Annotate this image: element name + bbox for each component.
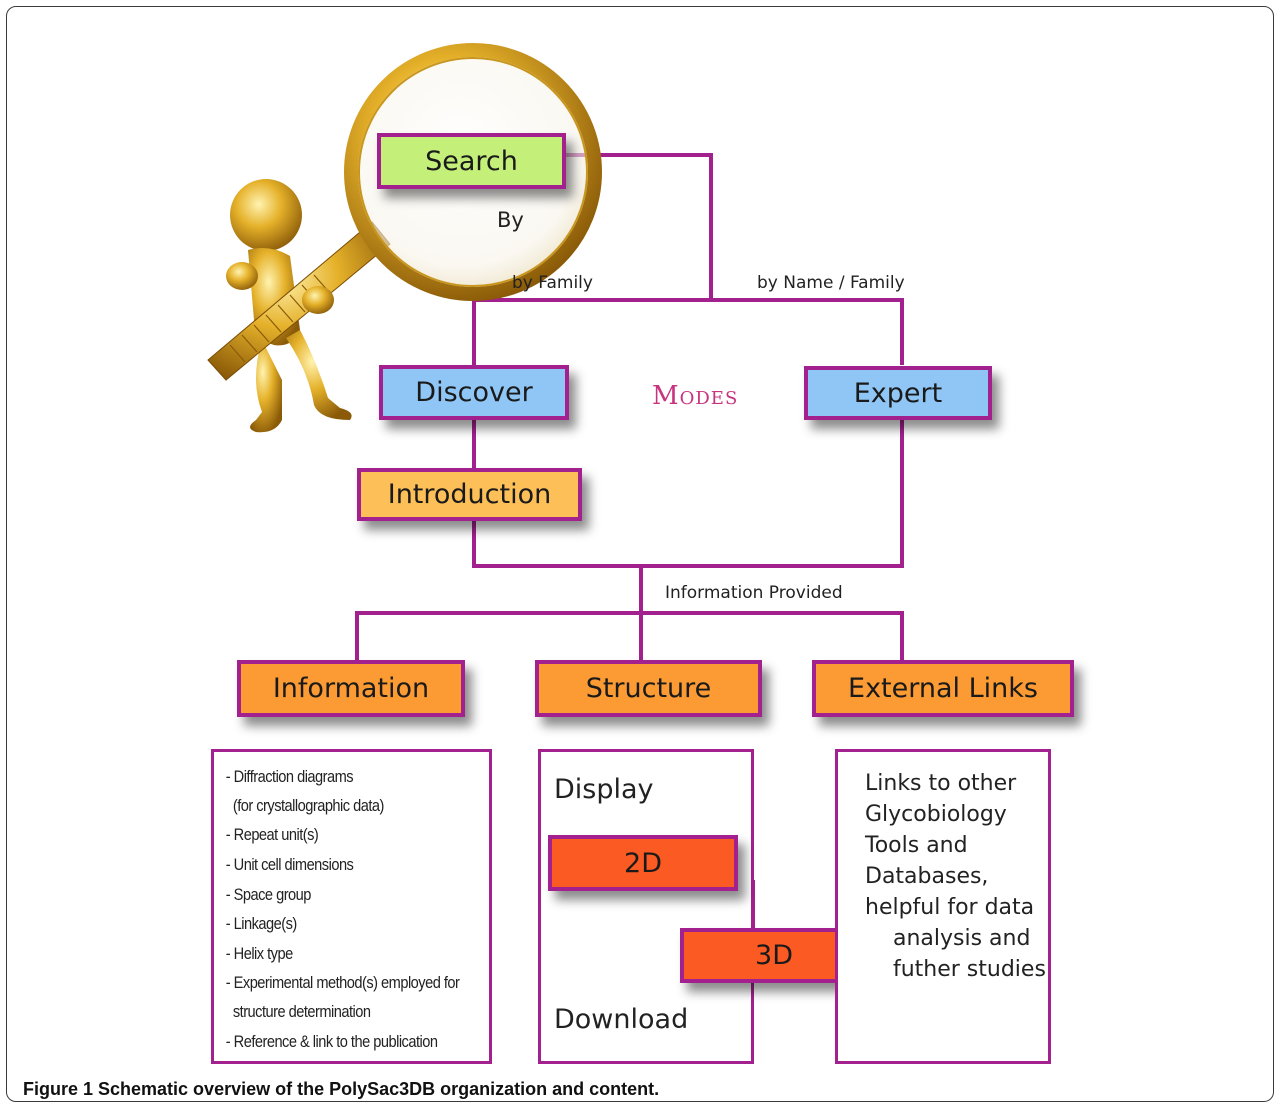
caption-title: Figure 1 Schematic overview of the PolyS… (23, 1079, 660, 1099)
list-item: - Linkage(s) (225, 914, 298, 933)
structure-section-box: Structure (535, 660, 762, 717)
links-line: Glycobiology (865, 802, 1007, 827)
discover-mode-box: Discover (379, 365, 569, 420)
information-panel (211, 749, 492, 1064)
external-links-section-box: External Links (812, 660, 1074, 717)
list-item: (for crystallographic data) (225, 796, 385, 815)
list-item: - Diffraction diagrams (225, 767, 354, 786)
list-item: - Space group (225, 885, 312, 904)
links-line: Links to other (865, 771, 1017, 796)
list-item: - Experimental method(s) employed for (225, 973, 460, 992)
search-by-label: By (497, 208, 524, 232)
modes-title: Modes (652, 381, 739, 411)
list-item: - Helix type (225, 944, 293, 963)
list-item: - Repeat unit(s) (225, 825, 319, 844)
search-box: Search (377, 133, 566, 189)
2d-box: 2D (548, 835, 738, 891)
structure-panel (538, 749, 754, 1064)
figure-caption: Figure 1 Schematic overview of the PolyS… (23, 1079, 659, 1100)
links-line: helpful for data (865, 895, 1035, 920)
information-provided-label: Information Provided (665, 583, 843, 603)
expert-mode-box: Expert (804, 366, 992, 420)
introduction-box: Introduction (357, 468, 582, 521)
branch-by-name-family-label: by Name / Family (757, 273, 905, 293)
download-label: Download (554, 1004, 689, 1035)
list-item: structure determination (225, 1002, 371, 1021)
links-line: analysis and (865, 926, 1031, 951)
information-section-box: Information (237, 660, 465, 717)
list-item: - Reference & link to the publication (225, 1032, 438, 1051)
links-line: futher studies (865, 957, 1046, 982)
links-line: Tools and (865, 833, 968, 858)
branch-by-family-label: by Family (512, 273, 593, 293)
figure-frame (6, 6, 1274, 1102)
list-item: - Unit cell dimensions (225, 855, 354, 874)
links-line: Databases, (865, 864, 989, 889)
display-label: Display (554, 774, 654, 805)
external-links-panel (835, 749, 1051, 1064)
